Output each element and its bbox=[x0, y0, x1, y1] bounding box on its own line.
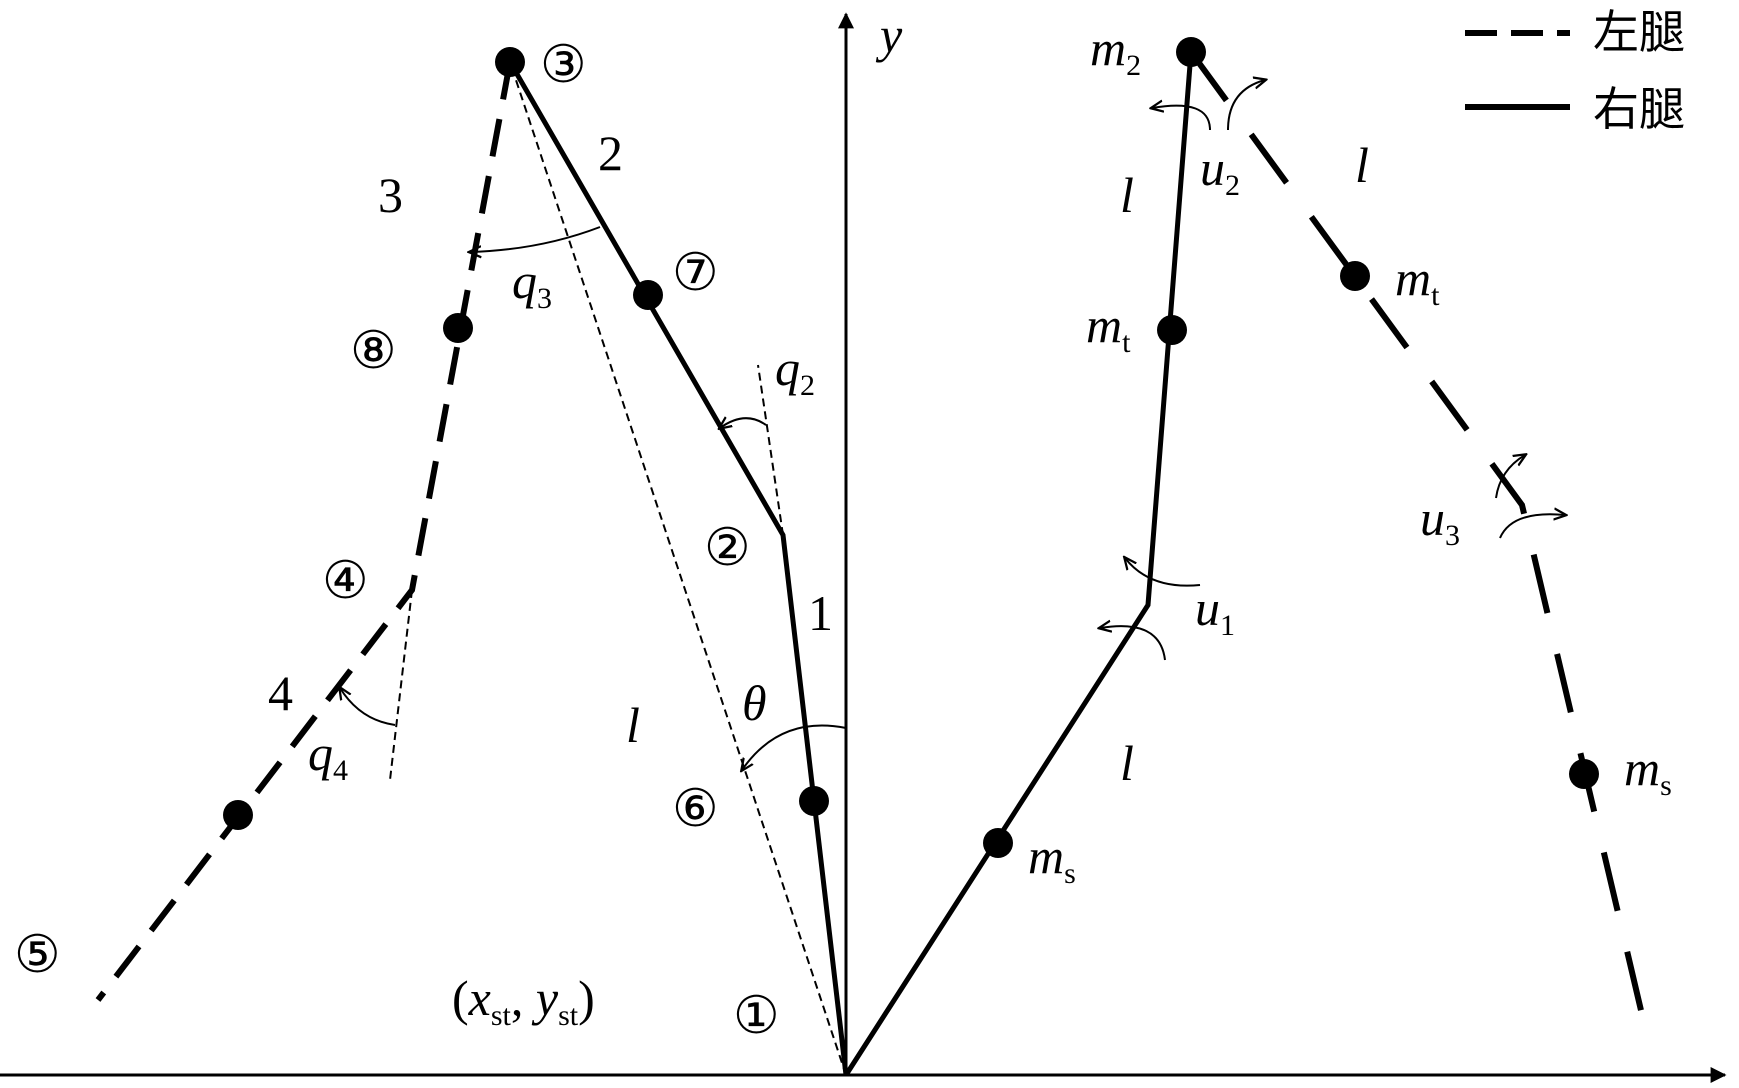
mt-stance-label: mt bbox=[1086, 297, 1131, 359]
mt-swing-label: mt bbox=[1395, 250, 1440, 312]
u1-arc-upper bbox=[1125, 558, 1201, 587]
coord-y-sub: st bbox=[558, 999, 579, 1032]
shank-length-stance-label: l bbox=[1120, 735, 1134, 791]
mass-thigh-swing bbox=[1340, 261, 1370, 291]
q2-subscript: 2 bbox=[800, 369, 815, 402]
mass-shank-swing bbox=[1569, 759, 1599, 789]
mass-hip bbox=[1176, 37, 1206, 67]
mt-stance-symbol: m bbox=[1086, 297, 1122, 353]
u3-arc-upper bbox=[1495, 455, 1525, 499]
m2-symbol: m bbox=[1090, 20, 1126, 76]
y-axis-label: y bbox=[875, 7, 903, 63]
ms-swing-label: ms bbox=[1624, 740, 1672, 802]
u3-label: u3 bbox=[1420, 490, 1460, 552]
coord-close: ) bbox=[578, 970, 595, 1026]
q2-label: q2 bbox=[775, 340, 815, 402]
q2-reference-line bbox=[757, 364, 784, 536]
q2-arc bbox=[720, 418, 767, 428]
mass-point-5-near bbox=[223, 800, 253, 830]
q4-arc bbox=[340, 688, 396, 726]
swing-leg-dashed bbox=[95, 61, 513, 1002]
mass-point-7 bbox=[633, 280, 663, 310]
right-stance-leg-solid bbox=[843, 51, 1194, 1077]
ms-stance-subscript: s bbox=[1064, 857, 1076, 890]
link-label-2: 2 bbox=[598, 125, 623, 181]
joint-label-1: ① bbox=[733, 988, 780, 1045]
joint-label-4: ④ bbox=[322, 553, 369, 610]
link-label-3: 3 bbox=[378, 167, 403, 223]
ms-stance-label: ms bbox=[1028, 828, 1076, 890]
virtual-leg-length-label: l bbox=[626, 697, 640, 753]
legend: 左腿 右腿 bbox=[1465, 5, 1685, 136]
u3-symbol: u bbox=[1420, 490, 1445, 546]
mass-point-6 bbox=[799, 786, 829, 816]
ms-swing-subscript: s bbox=[1660, 769, 1672, 802]
joint-label-5: ⑤ bbox=[14, 927, 61, 984]
ms-stance-symbol: m bbox=[1028, 828, 1064, 884]
stance-foot-coordinate: (xst, yst) bbox=[452, 970, 595, 1032]
joint-label-7: ⑦ bbox=[672, 245, 719, 302]
q2-symbol: q bbox=[775, 340, 800, 396]
coord-sep: , bbox=[511, 970, 536, 1026]
q4-label: q4 bbox=[308, 725, 348, 787]
q4-symbol: q bbox=[308, 725, 333, 781]
u1-symbol: u bbox=[1195, 580, 1220, 636]
joint-label-3: ③ bbox=[540, 37, 587, 94]
mt-swing-subscript: t bbox=[1431, 279, 1440, 312]
theta-arc bbox=[742, 724, 847, 770]
mass-shank-stance bbox=[983, 828, 1013, 858]
link-label-1: 1 bbox=[808, 585, 833, 641]
legend-left-leg: 左腿 bbox=[1593, 5, 1685, 59]
right-swing-leg-dashed bbox=[1188, 50, 1651, 1041]
u3-subscript: 3 bbox=[1445, 519, 1460, 552]
joint-label-6: ⑥ bbox=[672, 781, 719, 838]
u2-arc-left bbox=[1152, 106, 1211, 131]
mass-point-8 bbox=[443, 313, 473, 343]
u1-arc-lower bbox=[1100, 626, 1166, 661]
mt-swing-symbol: m bbox=[1395, 250, 1431, 306]
thigh-length-swing-label: l bbox=[1355, 137, 1369, 193]
coord-x: x bbox=[468, 970, 491, 1026]
virtual-leg bbox=[509, 61, 847, 1076]
ms-swing-symbol: m bbox=[1624, 740, 1660, 796]
m2-subscript: 2 bbox=[1126, 49, 1141, 82]
q4-reference-line bbox=[389, 589, 413, 781]
q3-arc bbox=[470, 226, 601, 252]
mt-stance-subscript: t bbox=[1122, 326, 1131, 359]
thigh-length-stance-label: l bbox=[1120, 167, 1134, 223]
u1-subscript: 1 bbox=[1220, 609, 1235, 642]
u2-subscript: 2 bbox=[1225, 169, 1240, 202]
q3-subscript: 3 bbox=[537, 282, 552, 315]
joint-label-8: ⑧ bbox=[350, 323, 397, 380]
q3-symbol: q bbox=[512, 253, 537, 309]
u1-label: u1 bbox=[1195, 580, 1235, 642]
link-label-4: 4 bbox=[268, 665, 293, 721]
u2-symbol: u bbox=[1200, 140, 1225, 196]
q3-label: q3 bbox=[512, 253, 552, 315]
mass-thigh-stance bbox=[1157, 315, 1187, 345]
u2-arc-right bbox=[1227, 80, 1265, 131]
q4-subscript: 4 bbox=[333, 754, 348, 787]
u3-arc-lower bbox=[1499, 514, 1565, 539]
coord-open: ( bbox=[452, 970, 469, 1026]
theta-label: θ bbox=[742, 675, 767, 731]
legend-right-leg: 右腿 bbox=[1593, 82, 1685, 136]
coord-x-sub: st bbox=[491, 999, 512, 1032]
u2-label: u2 bbox=[1200, 140, 1240, 202]
joint-label-2: ② bbox=[704, 520, 751, 577]
m2-label: m2 bbox=[1090, 20, 1141, 82]
mass-point-3 bbox=[495, 47, 525, 77]
coord-y: y bbox=[531, 970, 559, 1026]
